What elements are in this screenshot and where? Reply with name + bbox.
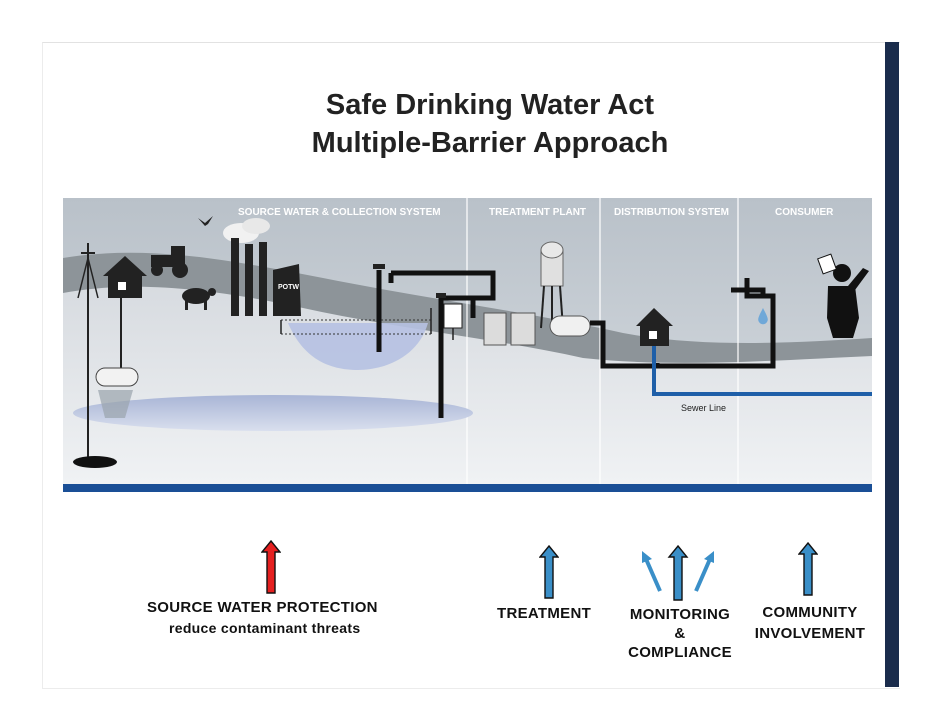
source-water-protection-label: SOURCE WATER PROTECTION	[147, 599, 378, 616]
section-distribution-system: DISTRIBUTION SYSTEM	[614, 207, 729, 218]
water-drop-icon	[758, 308, 768, 325]
treatment-tanks-icon	[483, 312, 591, 346]
community-label: COMMUNITY	[762, 604, 858, 621]
faucet-icon	[731, 287, 766, 298]
section-consumer: CONSUMER	[775, 207, 834, 218]
cow-icon	[182, 288, 216, 310]
source-water-protection-subtitle: reduce contaminant threats	[169, 620, 361, 636]
factory-icon	[223, 218, 270, 316]
tractor-icon	[151, 246, 188, 278]
treatment-arrow-icon	[539, 545, 559, 599]
septic-tank-icon	[95, 367, 139, 418]
aquifer	[73, 395, 473, 431]
source-arrow-icon	[261, 540, 281, 594]
community-arrow-icon	[798, 542, 818, 596]
monitoring-label: MONITORING	[629, 606, 731, 623]
section-source-water: SOURCE WATER & COLLECTION SYSTEM	[238, 207, 441, 218]
title-line-1: Safe Drinking Water Act	[325, 89, 655, 121]
monitoring-arrows-icon	[642, 545, 714, 601]
multiple-barrier-diagram: SOURCE WATER & COLLECTION SYSTEM TREATME…	[63, 198, 872, 492]
title-line-2: Multiple-Barrier Approach	[311, 127, 669, 159]
lake	[288, 323, 428, 370]
sewer-line	[652, 346, 872, 396]
treatment-label: TREATMENT	[497, 605, 592, 622]
monitoring-ampersand: &	[674, 625, 686, 642]
slide-accent-bar	[885, 42, 899, 687]
potw-building-icon: POTW	[273, 264, 301, 316]
distribution-house-icon	[636, 308, 673, 346]
sewer-line-label: Sewer Line	[681, 403, 726, 413]
house-icon	[103, 256, 147, 298]
bird-icon	[198, 216, 213, 226]
slide-frame	[42, 42, 900, 689]
compliance-label: COMPLIANCE	[628, 644, 732, 661]
utility-pole-icon	[77, 243, 99, 299]
involvement-label: INVOLVEMENT	[754, 625, 866, 642]
consumer-silhouette-icon	[817, 253, 869, 338]
section-treatment-plant: TREATMENT PLANT	[489, 207, 586, 218]
valve-icon	[373, 264, 446, 298]
contamination-blob	[73, 456, 117, 468]
protection-sign-icon	[443, 303, 463, 340]
potw-label: POTW	[278, 284, 299, 291]
ground-baseline	[63, 484, 872, 492]
